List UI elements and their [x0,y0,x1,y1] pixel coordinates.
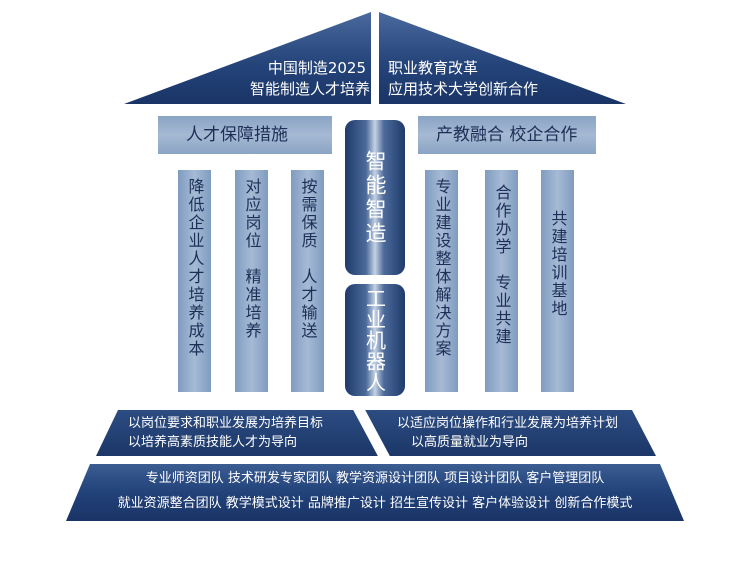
center-bottom-box: 工业机器人 [345,284,405,396]
left-pillar-1-text: 降低企业人才培养成本 [185,178,205,358]
base-line1: 专业师资团队 技术研发专家团队 教学资源设计团队 项目设计团队 客户管理团队 [145,471,605,486]
base-line2: 就业资源整合团队 教学模式设计 品牌推广设计 招生宣传设计 客户体验设计 创新合… [117,496,633,511]
left-pillar-2-text: 对应岗位 精准培养 [242,178,262,340]
center-bottom-text: 工业机器人 [362,287,387,393]
roof-right-text: 职业教育改革 应用技术大学创新合作 [388,58,538,100]
right-pillar-3-text: 共建培训基地 [548,210,568,318]
left-pillar-1: 降低企业人才培养成本 [178,170,211,392]
roof-left [124,12,371,104]
roof-left-line2: 智能制造人才培养 [250,80,371,98]
right-pillar-1: 专业建设整体解决方案 [425,170,458,392]
band-right [356,410,656,456]
left-band-text: 以岗位要求和职业发展为培养目标 以培养高素质技能人才为导向 [128,414,323,452]
left-band-line2: 以培养高素质技能人才为导向 [128,435,298,450]
right-band-text: 以适应岗位操作和行业发展为培养计划 以高质量就业为导向 [397,414,618,452]
center-top-box: 智能智造 [345,120,405,275]
right-pillar-2-text: 合作办学 专业共建 [492,184,512,346]
left-pillar-2: 对应岗位 精准培养 [235,170,268,392]
right-pillar-2: 合作办学 专业共建 [485,170,518,392]
roof-right-line2: 应用技术大学创新合作 [388,80,539,98]
right-band-line1: 以适应岗位操作和行业发展为培养计划 [397,416,619,431]
center-top-text: 智能智造 [363,149,387,246]
left-band-line1: 以岗位要求和职业发展为培养目标 [128,416,324,431]
right-band-line2: 以高质量就业为导向 [411,435,529,450]
left-pillar-3: 按需保质 人才输送 [291,170,324,392]
roof-left-line1: 中国制造2025 [267,59,366,77]
left-header: 人才保障措施 [158,116,332,154]
band-divider [350,404,392,460]
roof-left-text: 中国制造2025 智能制造人才培养 [250,58,371,100]
right-pillar-3: 共建培训基地 [541,170,574,392]
band-left [96,410,390,456]
right-header: 产教融合 校企合作 [418,116,596,154]
roof-right-line1: 职业教育改革 [388,59,479,77]
right-pillar-1-text: 专业建设整体解决方案 [432,178,452,358]
roof-right [379,12,626,104]
base-band [66,464,684,521]
left-pillar-3-text: 按需保质 人才输送 [298,178,318,340]
